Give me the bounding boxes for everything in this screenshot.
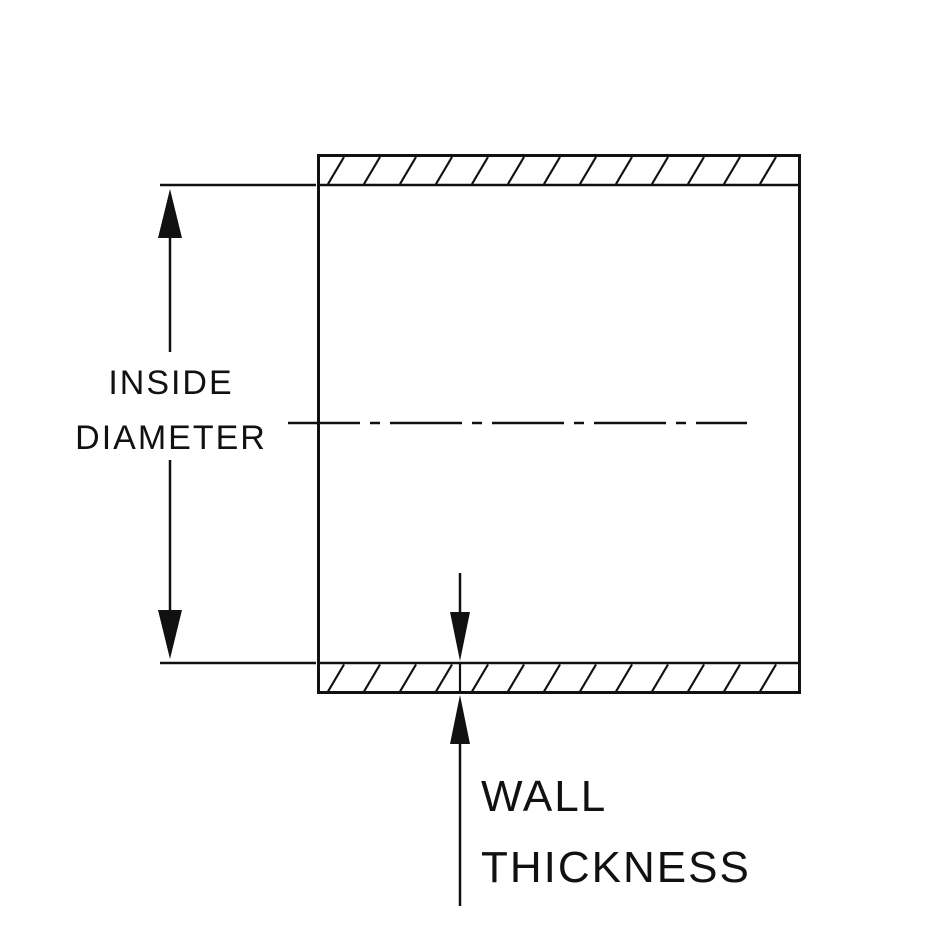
hatch-line (363, 156, 381, 185)
hatch-line (651, 663, 669, 693)
hatch-line (543, 156, 561, 185)
id-arrow-up-icon (158, 189, 182, 238)
inside-diameter-label-line2: DIAMETER (75, 419, 267, 457)
hatch-line (615, 156, 633, 185)
hatch-line (543, 663, 561, 693)
hatch-line (507, 663, 525, 693)
hatch-line (579, 663, 597, 693)
hatch-line (687, 663, 705, 693)
hatch-line (471, 663, 489, 693)
hatch-line (399, 156, 417, 185)
wt-arrow-up-icon (450, 695, 470, 744)
hatch-line (579, 156, 597, 185)
top-wall-hatching (327, 156, 777, 185)
id-arrow-down-icon (158, 610, 182, 659)
hatch-line (759, 663, 777, 693)
hatch-line (471, 156, 489, 185)
hatch-line (435, 156, 453, 185)
hatch-line (399, 663, 417, 693)
inside-diameter-label-line1: INSIDE (108, 364, 233, 402)
hatch-line (615, 663, 633, 693)
hatch-line (723, 663, 741, 693)
hatch-line (687, 156, 705, 185)
hatch-line (327, 663, 345, 693)
wall-thickness-label-line2: THICKNESS (481, 843, 751, 892)
wt-arrow-down-icon (450, 612, 470, 661)
wall-thickness-label-line1: WALL (481, 772, 607, 821)
hatch-line (723, 156, 741, 185)
hatch-line (507, 156, 525, 185)
hatch-line (759, 156, 777, 185)
hatch-line (435, 663, 453, 693)
hatch-line (327, 156, 345, 185)
wall-thickness-dimension: WALL THICKNESS (450, 573, 751, 906)
hatch-line (363, 663, 381, 693)
bottom-wall-hatching (327, 663, 777, 693)
hatch-line (651, 156, 669, 185)
inside-diameter-dimension: INSIDE DIAMETER (75, 183, 316, 665)
tube-cross-section (288, 154, 801, 694)
